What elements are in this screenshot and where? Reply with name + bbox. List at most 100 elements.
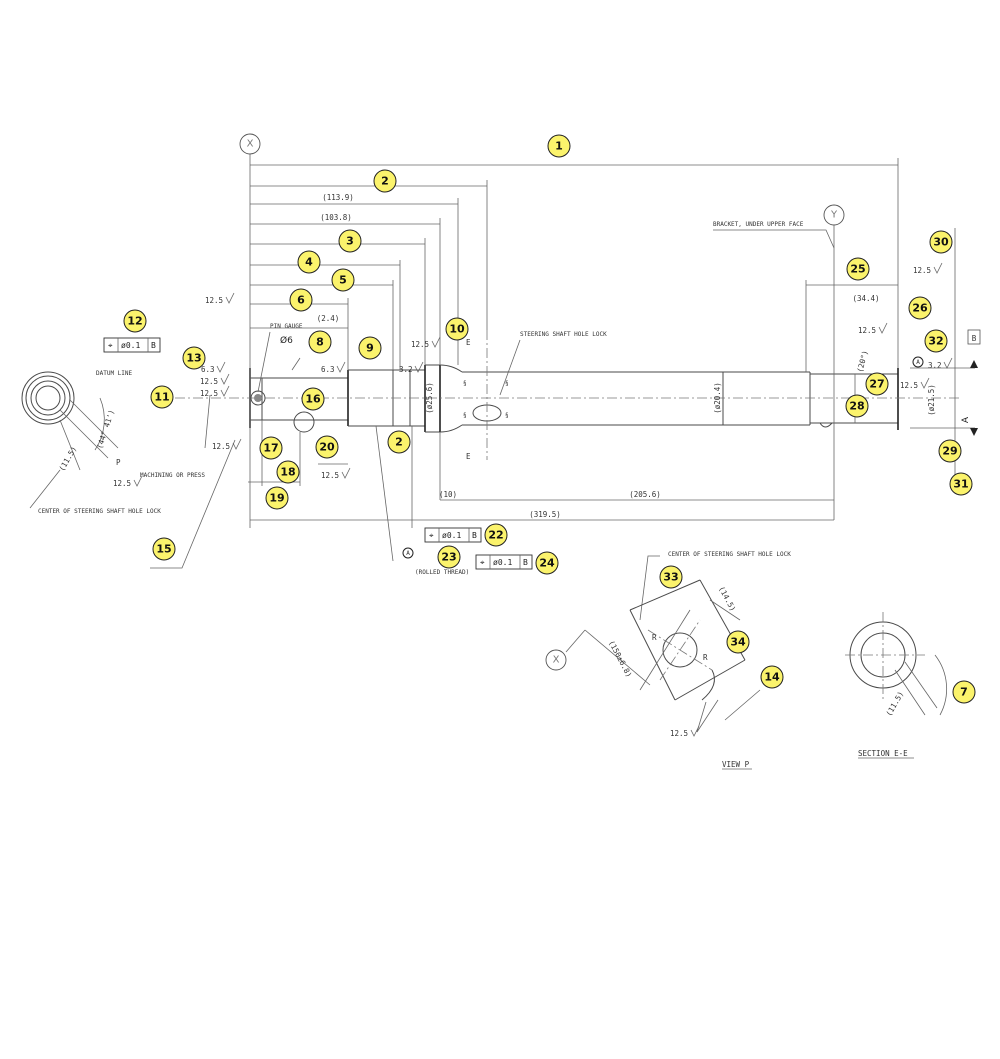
- callout-2-top: 2: [373, 169, 397, 193]
- callout-17: 17: [259, 436, 283, 460]
- view-p: X (150±6.8) (14.5) R R: [545, 579, 761, 733]
- svg-text:(11.5): (11.5): [884, 690, 905, 718]
- svg-text:R: R: [703, 653, 708, 662]
- svg-text:25: 25: [850, 263, 865, 276]
- svg-text:16: 16: [305, 393, 321, 406]
- svg-text:18: 18: [280, 466, 295, 479]
- svg-text:26: 26: [912, 302, 928, 315]
- svg-text:33: 33: [663, 571, 678, 584]
- svg-text:B: B: [151, 341, 156, 350]
- svg-text:15: 15: [156, 543, 171, 556]
- svg-text:13: 13: [186, 352, 201, 365]
- svg-text:22: 22: [488, 529, 503, 542]
- svg-text:3.2: 3.2: [399, 365, 413, 374]
- callout-31: 31: [949, 472, 973, 496]
- dim-dia-20-4: (ø20.4): [713, 382, 722, 414]
- svg-text:X: X: [247, 139, 254, 150]
- callout-25: 25: [846, 257, 870, 281]
- svg-text:27: 27: [869, 378, 884, 391]
- roughness-marks: 12.5 6.3 12.5 12.5 12.5 12.5 6.3 12.5 3.…: [113, 262, 953, 738]
- callout-20: 20: [315, 435, 339, 459]
- svg-text:A: A: [916, 359, 920, 366]
- callout-28: 28: [845, 394, 869, 418]
- datum-y-marker: Y: [823, 204, 845, 226]
- note-rolled-thread: (ROLLED THREAD): [415, 569, 469, 576]
- callout-10: 10: [445, 317, 469, 341]
- note-pin-gauge: PIN GAUGE: [270, 323, 303, 330]
- svg-text:12.5: 12.5: [321, 471, 339, 480]
- svg-text:⌖: ⌖: [429, 531, 434, 540]
- callout-33: 33: [659, 565, 683, 589]
- dim-103-8: (103.8): [320, 213, 352, 222]
- dim-10: (10): [439, 490, 457, 499]
- svg-text:B: B: [972, 334, 977, 343]
- svg-text:12: 12: [127, 315, 142, 328]
- fcf-collar: ⌖ ø0.1 B: [424, 527, 482, 543]
- svg-text:29: 29: [942, 445, 957, 458]
- svg-text:14: 14: [764, 671, 780, 684]
- dim-20-deg: (20°): [855, 349, 870, 373]
- note-bracket: BRACKET, UNDER UPPER FACE: [713, 221, 804, 228]
- note-center-lock-view: CENTER OF STEERING SHAFT HOLE LOCK: [668, 551, 791, 558]
- dim-113-9: (113.9): [322, 193, 354, 202]
- svg-text:ø0.1: ø0.1: [493, 558, 512, 567]
- svg-text:12.5: 12.5: [205, 296, 223, 305]
- dim-dia-21-5: (ø21.5): [927, 384, 936, 416]
- callout-12: 12: [123, 309, 147, 333]
- callout-30: 30: [929, 230, 953, 254]
- section-e-e: (11.5): [845, 612, 948, 718]
- callout-22: 22: [484, 523, 508, 547]
- svg-text:(44° 41'): (44° 41'): [95, 409, 116, 450]
- callout-2-bottom: 2: [387, 430, 411, 454]
- note-steering-hole-lock: STEERING SHAFT HOLE LOCK: [520, 331, 607, 338]
- svg-text:20: 20: [319, 441, 335, 454]
- callout-4: 4: [297, 250, 321, 274]
- callout-27: 27: [865, 372, 889, 396]
- svg-text:12.5: 12.5: [113, 479, 131, 488]
- svg-text:A: A: [961, 416, 971, 423]
- dim-pin-diameter: Ø6: [280, 335, 293, 346]
- svg-text:12.5: 12.5: [200, 377, 218, 386]
- left-end-view: (44° 41') (11.5) P: [21, 371, 121, 473]
- fcf-left: ⌖ ø0.1 B: [103, 337, 161, 353]
- title-view-p: VIEW P: [722, 760, 750, 769]
- svg-text:R: R: [652, 633, 657, 642]
- fcf-thread: ⌖ ø0.1 B: [475, 554, 533, 570]
- svg-text:11: 11: [154, 391, 169, 404]
- top-dimensions: [250, 158, 899, 372]
- dim-2-4: (2.4): [317, 314, 340, 323]
- note-center-lock-left: CENTER OF STEERING SHAFT HOLE LOCK: [38, 508, 161, 515]
- leader-lines: [29, 229, 835, 621]
- svg-text:12.5: 12.5: [900, 381, 918, 390]
- callout-13: 13: [182, 346, 206, 370]
- svg-text:10: 10: [449, 323, 465, 336]
- svg-text:31: 31: [953, 478, 968, 491]
- callout-6: 6: [289, 288, 313, 312]
- svg-text:19: 19: [269, 492, 284, 505]
- callout-26: 26: [908, 296, 932, 320]
- svg-text:3.2: 3.2: [928, 361, 942, 370]
- svg-text:B: B: [523, 558, 528, 567]
- svg-text:6.3: 6.3: [201, 365, 215, 374]
- dim-34-4: (34.4): [852, 294, 879, 303]
- svg-text:A: A: [406, 550, 410, 557]
- title-section-ee: SECTION E-E: [858, 749, 908, 758]
- shaft-outline: § § § §: [175, 330, 960, 460]
- svg-text:9: 9: [366, 342, 374, 355]
- svg-text:2: 2: [395, 436, 403, 449]
- callout-32: 32: [924, 329, 948, 353]
- svg-text:12.5: 12.5: [200, 389, 218, 398]
- callout-15: 15: [152, 537, 176, 561]
- callout-1: 1: [547, 134, 571, 158]
- svg-text:1: 1: [555, 140, 563, 153]
- callout-5: 5: [331, 268, 355, 292]
- svg-text:§: §: [505, 412, 509, 419]
- svg-text:8: 8: [316, 336, 324, 349]
- svg-text:P: P: [116, 458, 121, 467]
- svg-text:⌖: ⌖: [108, 341, 113, 350]
- svg-text:§: §: [463, 412, 467, 419]
- svg-text:23: 23: [441, 551, 456, 564]
- svg-text:6.3: 6.3: [321, 365, 335, 374]
- svg-text:X: X: [553, 655, 560, 666]
